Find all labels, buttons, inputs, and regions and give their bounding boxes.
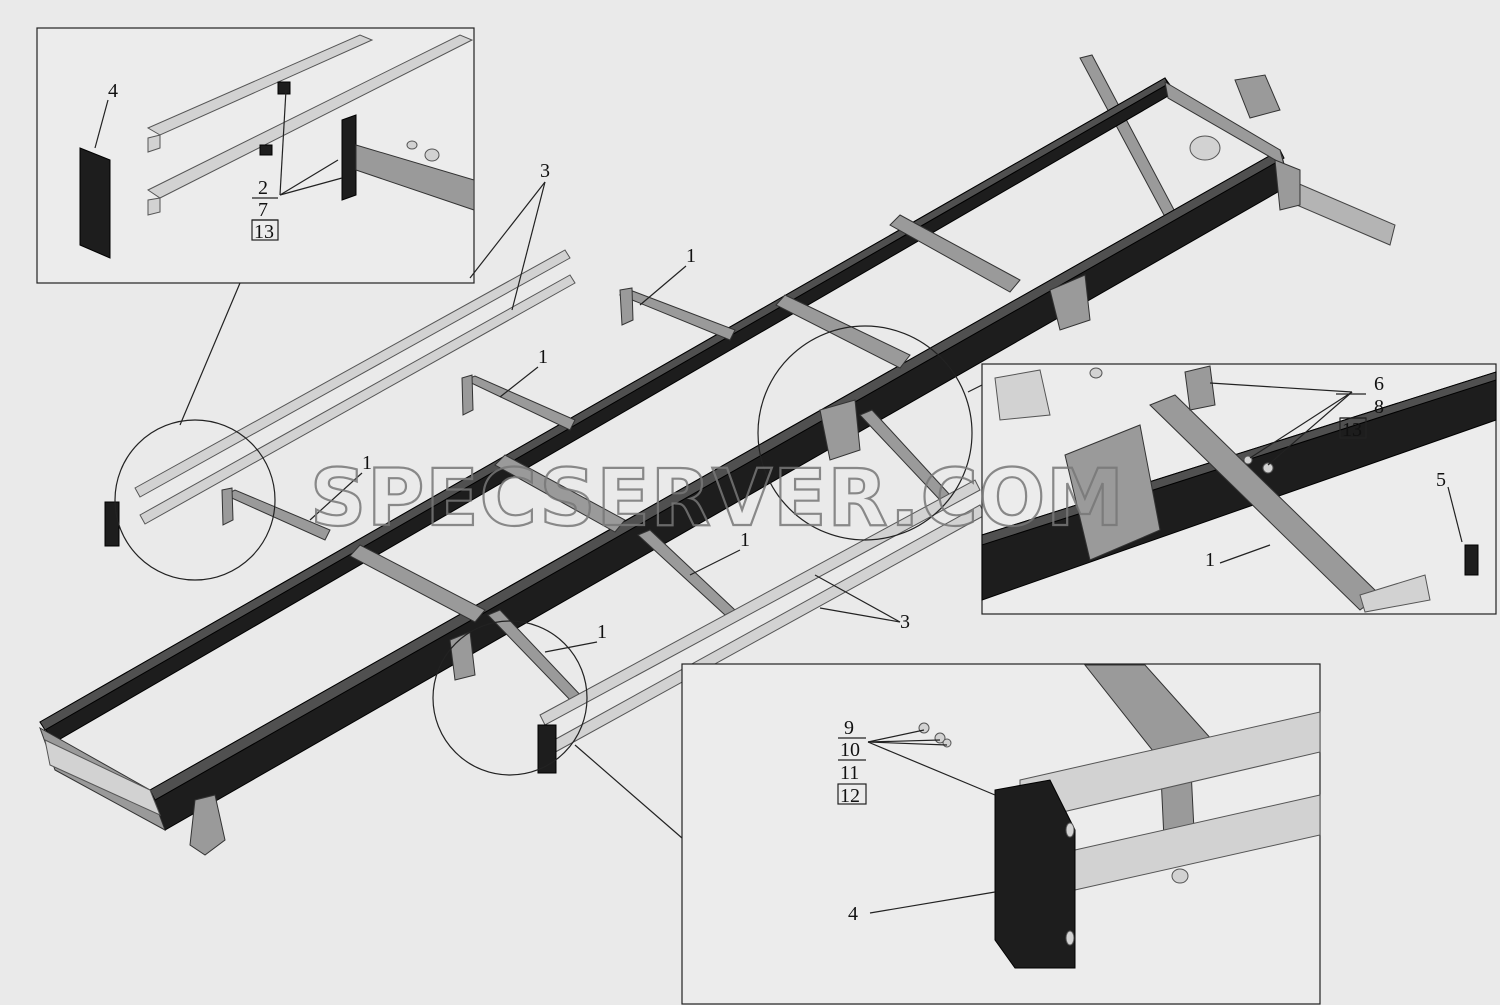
cross-member-1 xyxy=(889,214,1021,293)
end-cap-upper xyxy=(104,501,120,547)
brace-mid-left xyxy=(463,375,576,431)
brace-upper-left xyxy=(618,289,736,341)
cross-member-3 xyxy=(494,454,626,533)
detail-circle-left xyxy=(114,419,276,581)
brace-detail xyxy=(355,144,475,211)
callout-3-bottom: 3 xyxy=(900,611,910,633)
callout-1-c: 1 xyxy=(362,452,372,474)
callout-5: 5 xyxy=(1436,469,1446,491)
main-chassis-frame xyxy=(39,54,1396,856)
end-cap-detail-bottom xyxy=(994,779,1076,969)
main-callouts: 3 1 1 1 1 1 3 xyxy=(309,160,910,653)
callout-10: 10 xyxy=(840,739,860,761)
callout-6: 6 xyxy=(1374,373,1384,395)
watermark: SPECSERVER.COM xyxy=(310,454,1125,544)
detail-circle-mid xyxy=(757,325,973,541)
guard-rail-upper-1 xyxy=(134,249,571,498)
bracket-detail xyxy=(1064,424,1161,561)
callout-4-bottom: 4 xyxy=(848,903,858,925)
inset-right: 6 8 13 5 1 xyxy=(981,363,1497,615)
side-guard-rails xyxy=(104,249,986,774)
callout-13-top-left: 13 xyxy=(254,221,274,243)
end-cap-detail xyxy=(79,147,111,259)
callout-1-d: 1 xyxy=(740,529,750,551)
guard-rail-lower-1 xyxy=(539,479,981,726)
callout-1-a: 1 xyxy=(686,245,696,267)
cross-member-2 xyxy=(775,294,911,369)
inset-bottom: 9 10 11 12 4 xyxy=(681,663,1321,1005)
callout-1-b: 1 xyxy=(538,346,548,368)
callout-4-top-left: 4 xyxy=(108,80,118,102)
callout-3-top: 3 xyxy=(540,160,550,182)
mount-plate xyxy=(341,114,357,201)
callout-7: 7 xyxy=(258,199,268,221)
hitch-ball xyxy=(1189,135,1221,161)
cross-member-4 xyxy=(349,544,486,623)
tow-hitch xyxy=(1234,74,1281,119)
end-cap-lower xyxy=(537,724,557,774)
callout-9: 9 xyxy=(844,717,854,739)
callout-12: 12 xyxy=(840,785,860,807)
callout-13-right: 13 xyxy=(1342,419,1362,441)
brace-front-right xyxy=(487,609,586,706)
callout-8: 8 xyxy=(1374,396,1384,418)
end-cap-detail-right xyxy=(1464,544,1479,576)
detail-circle-front xyxy=(432,620,588,776)
bolt-detail xyxy=(1171,868,1189,884)
callout-1-e: 1 xyxy=(597,621,607,643)
rear-cross-bar xyxy=(1284,179,1396,246)
callout-1-inset-right: 1 xyxy=(1205,549,1215,571)
callout-11: 11 xyxy=(840,762,859,784)
front-tow-hook xyxy=(189,794,226,856)
callout-2: 2 xyxy=(258,177,268,199)
guard-rail-upper-2 xyxy=(139,274,576,525)
side-braces xyxy=(221,287,951,706)
inset-top-left: 4 2 7 13 xyxy=(36,27,475,284)
